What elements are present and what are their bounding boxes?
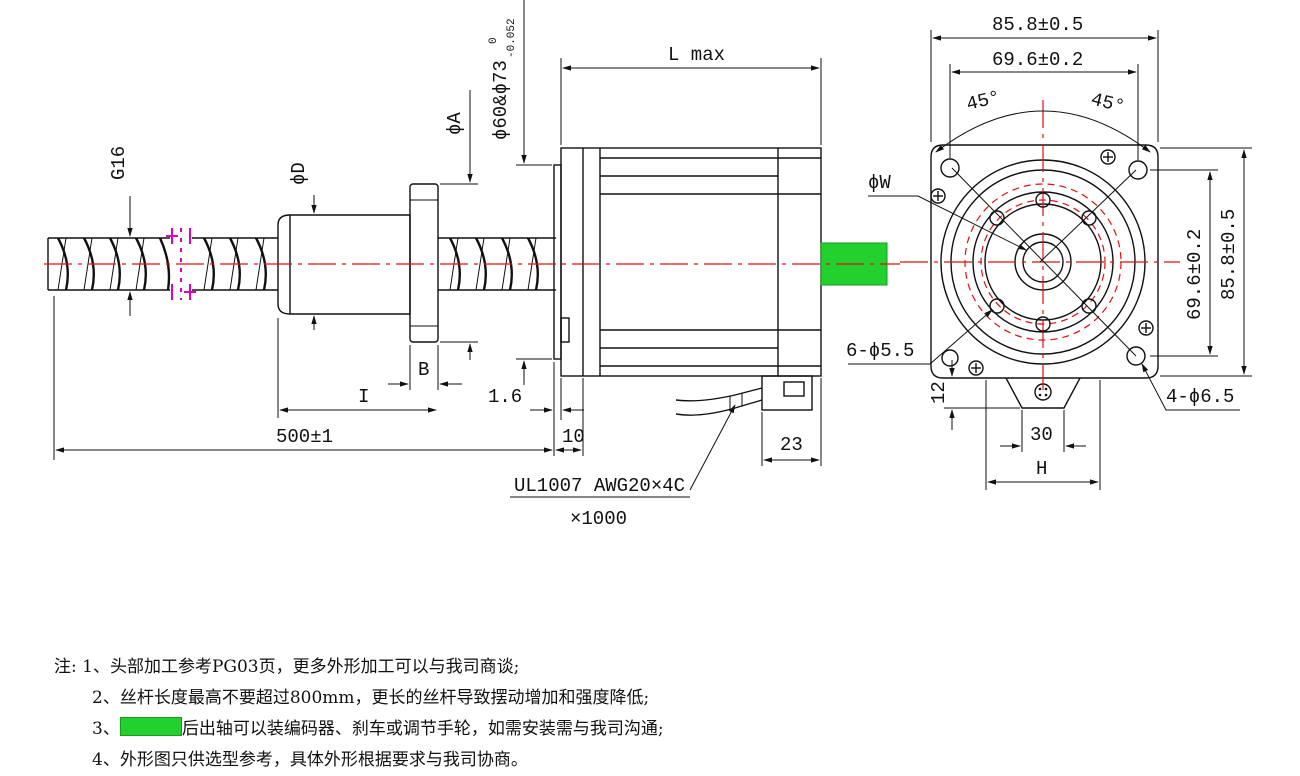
note-3-num: 3、: [92, 719, 120, 739]
cable-connector: [675, 375, 813, 416]
dim-phi-flange-tol-upper: 0: [488, 37, 500, 44]
dim-angle-right: 45°: [1089, 88, 1128, 118]
dim-g16: G16: [108, 146, 130, 180]
note-1-text: 1、头部加工参考PG03页，更多外形加工可以与我司商谈;: [82, 657, 520, 677]
dim-phi-a: ϕA: [444, 112, 466, 135]
dim-1-6: 1.6: [488, 386, 522, 408]
dim-500: 500±1: [276, 426, 333, 448]
dim-b: B: [418, 359, 429, 381]
dim-h: H: [1036, 458, 1047, 480]
notes-block: 注: 1、头部加工参考PG03页，更多外形加工可以与我司商谈; 2、丝杆长度最高…: [54, 652, 954, 776]
note-2: 2、丝杆长度最高不要超过800mm，更长的丝杆导致摆动增加和强度降低;: [92, 688, 650, 708]
dim-height-outer: 85.8±0.5: [1218, 209, 1240, 300]
dim-i: I: [358, 386, 369, 408]
note-4: 4、外形图只供选型参考，具体外形根据要求与我司协商。: [92, 750, 528, 770]
dim-phi-w: ϕW: [868, 172, 891, 194]
front-connector: [1005, 377, 1081, 409]
dim-23: 23: [780, 434, 803, 456]
notes-prefix: 注:: [54, 657, 77, 677]
dim-width-inner: 69.6±0.2: [992, 49, 1083, 71]
dim-holes-6: 6-ϕ5.5: [846, 340, 914, 362]
motor-body: [553, 147, 822, 377]
note-3: 3、 后出轴可以装编码器、刹车或调节手轮，如需安装需与我司沟通;: [54, 714, 954, 745]
dim-l-max: L max: [668, 44, 725, 66]
dim-phi-d: ϕD: [288, 162, 310, 185]
note-3-text: 后出轴可以装编码器、刹车或调节手轮，如需安装需与我司沟通;: [181, 719, 664, 739]
dim-angle-left: 45°: [964, 86, 1003, 116]
dim-width-outer: 85.8±0.5: [992, 14, 1083, 36]
ball-nut: [277, 183, 439, 343]
screw-heads: [930, 149, 1154, 376]
dim-10: 10: [562, 426, 585, 448]
dim-30: 30: [1030, 424, 1053, 446]
side-view: G16 ϕD ϕA ϕ60&ϕ73 0 -0.052 L max B: [44, 0, 900, 530]
dim-holes-4: 4-ϕ6.5: [1166, 386, 1234, 408]
dim-phi-flange: ϕ60&ϕ73: [490, 60, 512, 140]
note-1: 注: 1、头部加工参考PG03页，更多外形加工可以与我司商谈;: [54, 652, 954, 683]
cable-spec: UL1007 AWG20×4C: [514, 475, 685, 497]
rear-shaft-swatch: [119, 717, 182, 736]
six-holes: [989, 192, 1097, 332]
dim-height-inner: 69.6±0.2: [1184, 229, 1206, 320]
break-marks: [166, 228, 196, 300]
lead-screw-mid: [192, 237, 278, 291]
cable-length: ×1000: [570, 508, 627, 530]
front-view: 85.8±0.5 69.6±0.2 45° 45° ϕW 6-ϕ5.5 4-ϕ6…: [846, 14, 1252, 490]
dim-phi-flange-tol-lower: -0.052: [506, 18, 518, 58]
motor-dimension-drawing: G16 ϕD ϕA ϕ60&ϕ73 0 -0.052 L max B: [44, 0, 1252, 530]
flange-square: [930, 144, 1159, 379]
dim-12: 12: [928, 381, 950, 404]
